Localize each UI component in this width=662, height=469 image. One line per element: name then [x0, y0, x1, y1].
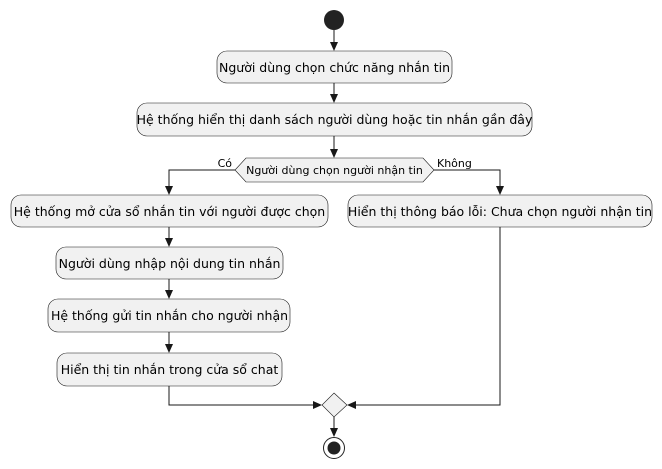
arrow-head [313, 401, 322, 409]
action-label: Hệ thống hiển thị danh sách người dùng h… [137, 112, 533, 127]
action-label: Người dùng nhập nội dung tin nhắn [59, 256, 281, 271]
action-label: Hệ thống gửi tin nhắn cho người nhận [51, 308, 288, 323]
arrow-head [165, 290, 173, 299]
arrow-head [165, 186, 173, 195]
action-label: Hệ thống mở cửa sổ nhắn tin với người đư… [14, 204, 325, 219]
action-label: Hiển thị tin nhắn trong cửa sổ chat [61, 362, 279, 377]
start-node [324, 10, 344, 30]
edge-decision-no [434, 169, 501, 187]
edge-yes-merge [168, 386, 314, 406]
action-label: Hiển thị thông báo lỗi: Chưa chọn người … [348, 204, 652, 219]
action-show-error: Hiển thị thông báo lỗi: Chưa chọn người … [347, 194, 653, 228]
action-show-user-list: Hệ thống hiển thị danh sách người dùng h… [137, 102, 533, 137]
edge-no-merge [355, 227, 501, 406]
action-label: Người dùng chọn chức năng nhắn tin [219, 60, 450, 75]
edge-decision-yes [168, 169, 235, 187]
arrow-head [330, 428, 338, 437]
branch-yes-label: Có [218, 157, 233, 170]
action-enter-message: Người dùng nhập nội dung tin nhắn [55, 246, 284, 280]
arrow-head [330, 42, 338, 51]
action-display-message: Hiển thị tin nhắn trong cửa sổ chat [56, 352, 283, 387]
merge-node [321, 392, 348, 418]
branch-no-label: Không [437, 157, 472, 170]
arrow-head [165, 238, 173, 247]
arrow-head [330, 149, 338, 158]
arrow-head [496, 186, 504, 195]
action-send-message: Hệ thống gửi tin nhắn cho người nhận [47, 298, 291, 333]
decision-condition: Người dùng chọn người nhận tin [246, 164, 423, 177]
action-open-chat-window: Hệ thống mở cửa sổ nhắn tin với người đư… [10, 194, 329, 228]
action-select-messaging: Người dùng chọn chức năng nhắn tin [216, 50, 453, 84]
arrow-head [165, 344, 173, 353]
arrow-head [347, 401, 356, 409]
end-node [323, 437, 345, 459]
decision-select-recipient: Người dùng chọn người nhận tin [234, 157, 435, 183]
arrow-head [330, 94, 338, 103]
